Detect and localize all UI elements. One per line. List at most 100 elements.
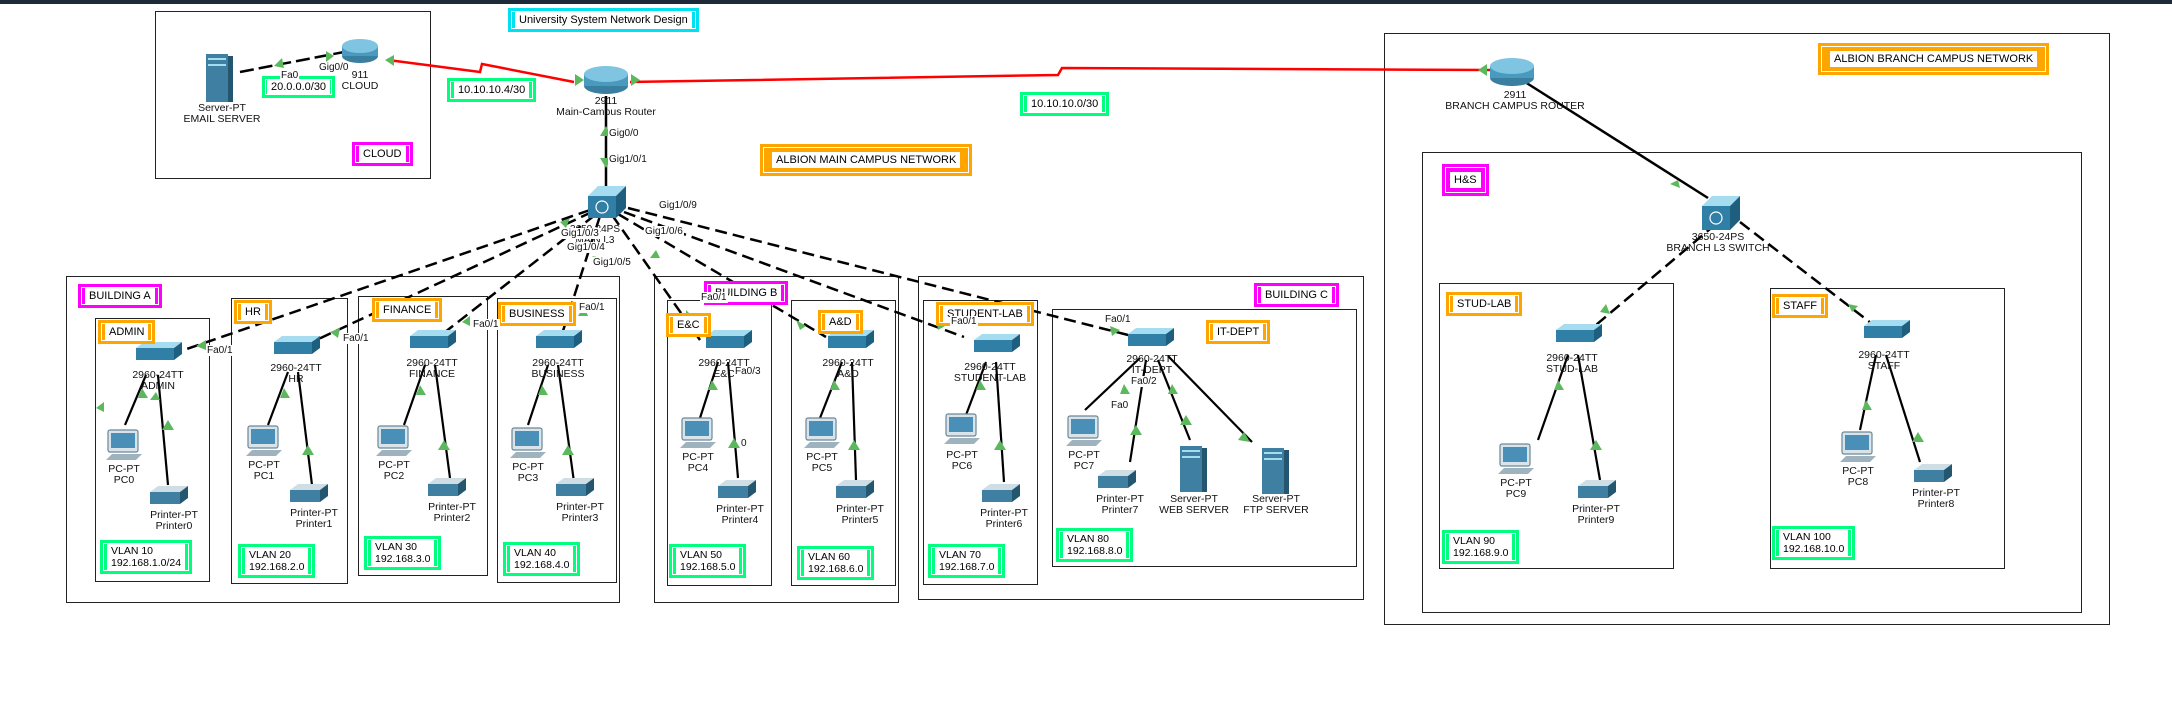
pc2-computer-icon [376, 425, 412, 456]
building-b-area [654, 276, 899, 603]
top-bar [0, 0, 2172, 4]
dept-finance-label: FINANCE [372, 298, 443, 322]
pc1-computer-icon [246, 425, 282, 456]
hr-box [231, 298, 348, 584]
building-c-area [918, 276, 1364, 600]
hs-area [1422, 152, 2082, 613]
stud-lab-box [1439, 283, 1674, 569]
dept-it-label: IT-DEPT [1206, 320, 1271, 344]
finance-box [358, 296, 488, 576]
dept-staff-label: STAFF [1772, 294, 1829, 318]
sw-studentlab-switch-icon [974, 334, 1020, 352]
port-label-gig106: Gig1/0/6 [644, 226, 684, 237]
port-label-gig103: Gig1/0/3 [560, 228, 600, 239]
port-label-fa01-it: Fa0/1 [1104, 314, 1132, 325]
printer8-printer-icon [1914, 464, 1952, 482]
business-box [497, 298, 617, 583]
wan-link-cloud [387, 58, 575, 84]
hs-label: H&S [1442, 164, 1489, 196]
port-label-fa01-hr: Fa0/1 [342, 333, 370, 344]
pc8-computer-icon [1840, 431, 1876, 462]
trunk-studlab [1589, 223, 1717, 331]
trunk-it [627, 206, 1141, 340]
ad-box [791, 300, 896, 586]
cloud-subnet-label: 20.0.0.0/30 [262, 76, 336, 98]
branch-campus-label: ALBION BRANCH CAMPUS NETWORK [1818, 43, 2050, 75]
email-server-icon [206, 54, 233, 102]
trunk-admin [177, 208, 591, 354]
main-link-label: 10.10.10.4/30 [447, 78, 537, 102]
port-label-fa02-it: Fa0/2 [1130, 376, 1158, 387]
port-status-indicators [96, 51, 1924, 455]
printer9-printer-icon [1578, 480, 1616, 498]
link-branch-router-l3 [1524, 80, 1709, 200]
main-l3-switch-icon [588, 186, 626, 218]
port-label-fa0-cloud: Fa0 [280, 70, 300, 81]
port-label-fa03-ec: Fa0/3 [734, 366, 762, 377]
dept-hr-label: HR [234, 300, 272, 324]
building-a-area [66, 276, 620, 603]
sw-finance-switch-icon [410, 330, 456, 348]
admin-box [95, 318, 210, 582]
building-c-label: BUILDING C [1254, 283, 1339, 307]
port-label-gig00-cloud: Gig0/0 [318, 62, 350, 73]
dept-business-label: BUSINESS [498, 302, 576, 326]
printer4-printer-icon [718, 480, 756, 498]
trunk-staff [1739, 221, 1881, 331]
port-label-fa01-admin: Fa0/1 [206, 345, 234, 356]
port-label-fa01-business: Fa0/1 [578, 302, 606, 313]
port-label-gig104: Gig1/0/4 [566, 242, 606, 253]
port-label-gig101: Gig1/0/1 [608, 154, 648, 165]
printer1-printer-icon [290, 484, 328, 502]
printer7-printer-icon [1098, 470, 1136, 488]
branch-router-icon [1490, 58, 1534, 86]
sw-ec-switch-icon [706, 330, 752, 348]
printer5-printer-icon [836, 480, 874, 498]
sw-it-switch-icon [1128, 328, 1174, 346]
trunk-finance [439, 214, 596, 337]
student-lab-box [923, 300, 1038, 585]
dept-ec-label: E&C [666, 313, 711, 337]
port-label-fa01-finance: Fa0/1 [472, 319, 500, 330]
cloud-router-icon [342, 39, 378, 63]
port-label-gig105: Gig1/0/5 [592, 257, 632, 268]
sw-staff-switch-icon [1864, 320, 1910, 338]
staff-box [1770, 288, 2005, 569]
main-campus-label: ALBION MAIN CAMPUS NETWORK [760, 144, 973, 176]
cloud-label: CLOUD [352, 142, 413, 166]
sw-hr-switch-icon [274, 336, 320, 354]
dept-stud-lab-label: STUD-LAB [1446, 292, 1523, 316]
branch-link-label: 10.10.10.0/30 [1020, 92, 1110, 116]
web-server-icon [1180, 446, 1207, 492]
port-label-fa01-studentlab: Fa0/1 [950, 316, 978, 327]
